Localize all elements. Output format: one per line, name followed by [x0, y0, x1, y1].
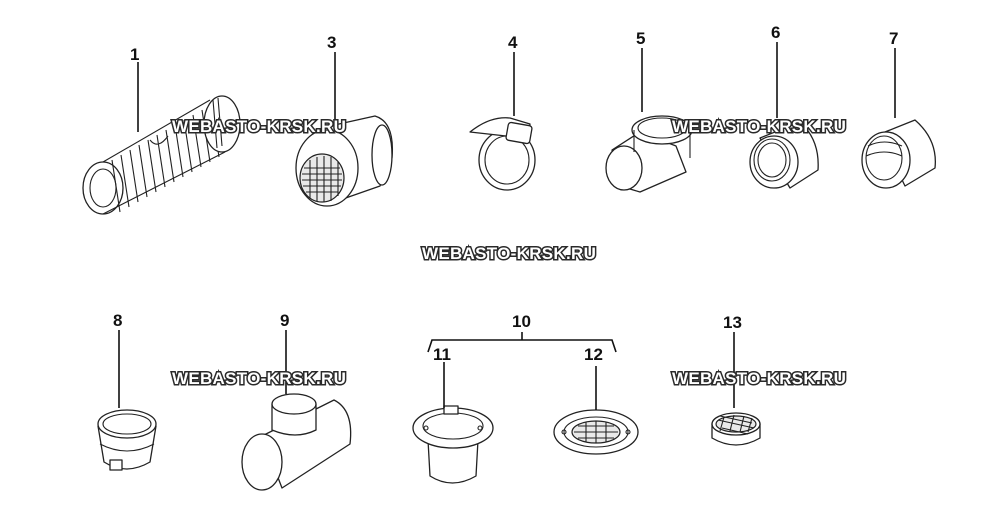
part-5-elbow-connector: 5: [605, 29, 693, 193]
callout-11: 11: [433, 345, 451, 364]
callout-6: 6: [771, 23, 780, 42]
callout-10-bracket: 10: [427, 312, 617, 353]
watermark: WEBASTO-KRSK.RU: [422, 244, 596, 263]
callout-9: 9: [280, 311, 289, 330]
part-6-reducer: 6: [749, 23, 819, 189]
callout-4: 4: [508, 33, 518, 52]
watermark: WEBASTO-KRSK.RU: [672, 117, 846, 136]
part-7-adapter: 7: [861, 29, 936, 189]
part-4-hose-clamp: 4: [469, 33, 536, 191]
part-3-grille-outlet: 3: [295, 33, 394, 207]
part-13-grid-filter: 13: [711, 313, 761, 446]
callout-7: 7: [889, 29, 898, 48]
part-9-tee-connector: 9: [241, 311, 352, 491]
watermark: WEBASTO-KRSK.RU: [172, 117, 346, 136]
callout-8: 8: [113, 311, 122, 330]
watermark: WEBASTO-KRSK.RU: [172, 369, 346, 388]
part-11-flange-outlet: 11: [412, 345, 494, 484]
callout-1: 1: [130, 45, 139, 64]
callout-12: 12: [584, 345, 603, 364]
callout-10: 10: [512, 312, 531, 331]
part-12-flange-grille: 12: [553, 345, 639, 455]
callout-13: 13: [723, 313, 742, 332]
callout-3: 3: [327, 33, 336, 52]
callout-5: 5: [636, 29, 645, 48]
part-8-end-cap: 8: [97, 311, 157, 471]
watermark: WEBASTO-KRSK.RU: [672, 369, 846, 388]
part-1-corrugated-hose: 1: [82, 45, 241, 215]
